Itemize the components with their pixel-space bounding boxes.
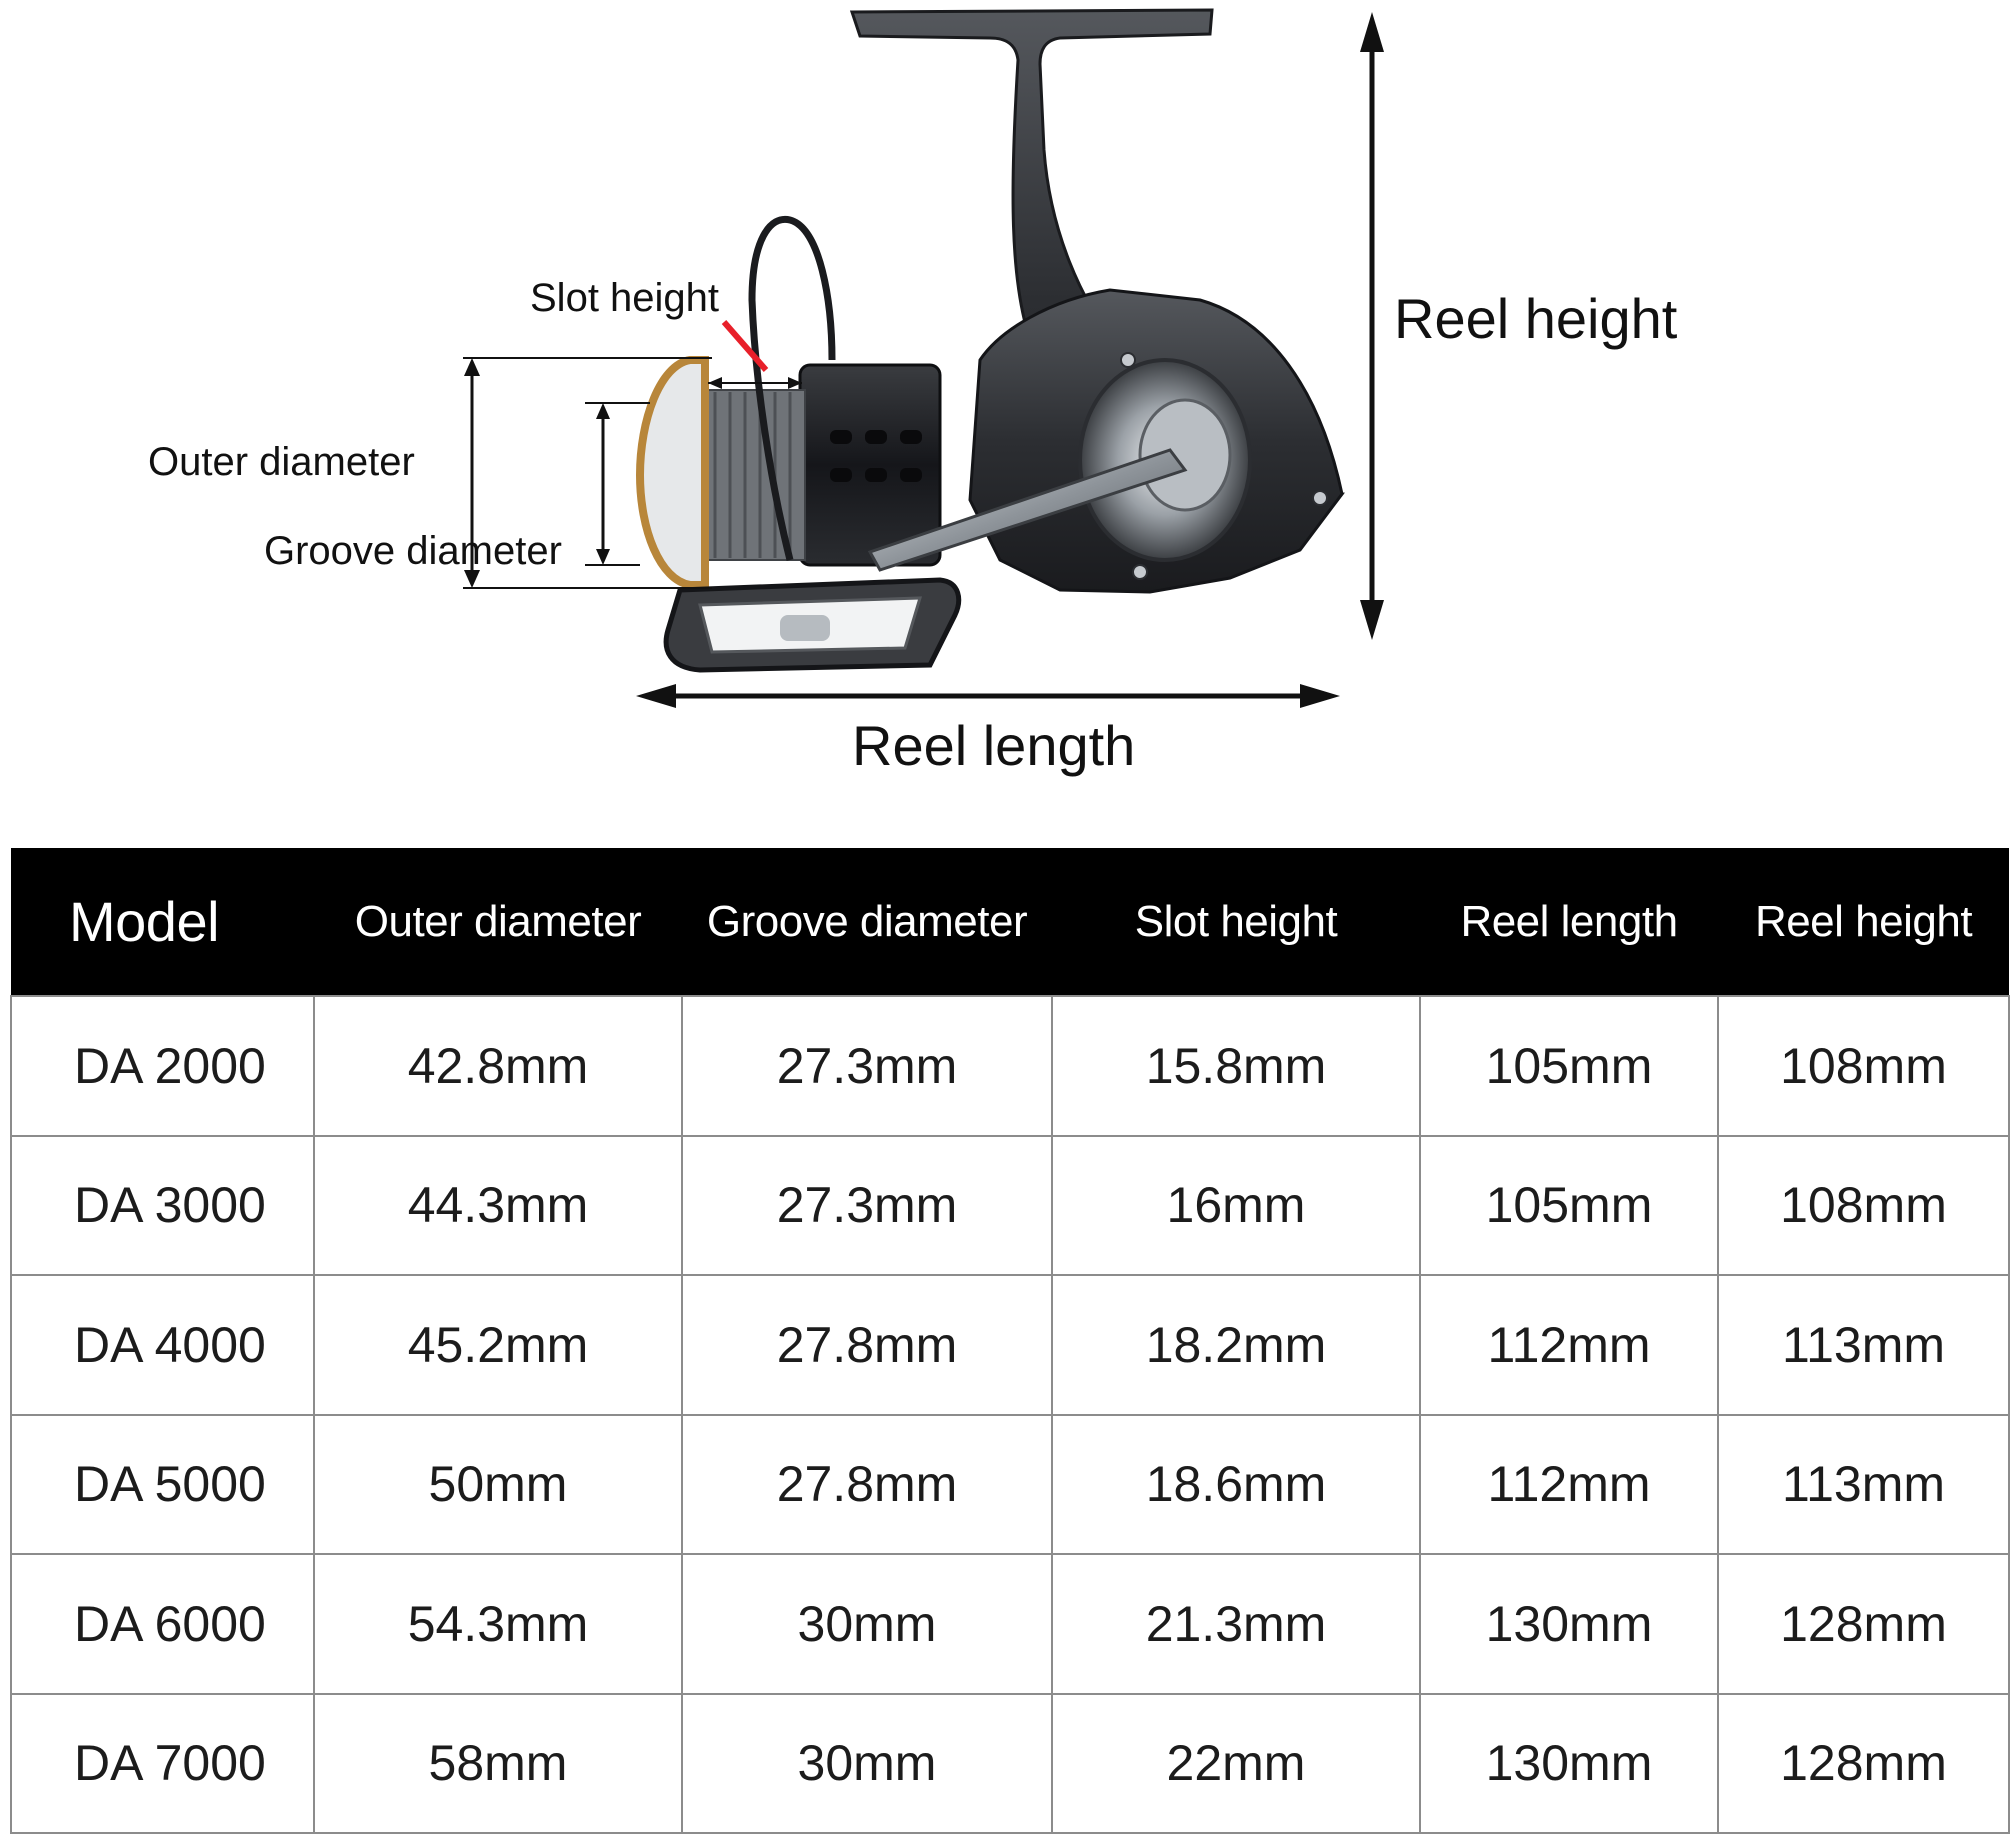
outer-diameter-arrow (464, 358, 480, 588)
reel-dimension-diagram: Slot height Outer diameter Groove diamet… (148, 8, 1678, 777)
cell-outer-diameter: 50mm (313, 1413, 683, 1555)
cell-outer-diameter: 54.3mm (313, 1553, 683, 1695)
cell-groove-diameter: 27.3mm (681, 995, 1053, 1137)
cell-model: DA 4000 (10, 1274, 315, 1416)
reel-height-label: Reel height (1394, 287, 1678, 350)
cell-slot-height: 18.6mm (1051, 1413, 1421, 1555)
header-model: Model (69, 890, 220, 953)
header-slot-height: Slot height (1134, 896, 1338, 946)
slot-height-pointer (721, 320, 769, 372)
groove-diameter-arrow (596, 403, 610, 565)
spool-front-lip (635, 356, 709, 589)
cell-reel-height: 108mm (1717, 995, 2010, 1137)
cell-model: DA 2000 (10, 995, 315, 1137)
cell-slot-height: 15.8mm (1051, 995, 1421, 1137)
cell-model: DA 5000 (10, 1413, 315, 1555)
reel-spec-table: Model Outer diameter Groove diameter Slo… (10, 848, 2010, 1834)
cell-reel-length: 130mm (1419, 1692, 1719, 1834)
table-row: DA 6000 54.3mm 30mm 21.3mm 130mm 128mm (10, 1553, 2010, 1695)
cell-reel-height: 113mm (1717, 1413, 2010, 1555)
fishing-reel-illustration (635, 8, 1345, 673)
cell-slot-height: 21.3mm (1051, 1553, 1421, 1695)
cell-outer-diameter: 44.3mm (313, 1134, 683, 1276)
cell-reel-length: 112mm (1419, 1413, 1719, 1555)
dimension-lines (463, 357, 802, 589)
cell-slot-height: 22mm (1051, 1692, 1421, 1834)
header-outer-diameter: Outer diameter (354, 896, 642, 946)
header-groove-diameter: Groove diameter (706, 896, 1028, 946)
cell-slot-height: 18.2mm (1051, 1274, 1421, 1416)
table-header-row: Model Outer diameter Groove diameter Slo… (11, 848, 2009, 996)
cell-model: DA 7000 (10, 1692, 315, 1834)
cell-outer-diameter: 58mm (313, 1692, 683, 1834)
header-reel-height: Reel height (1754, 896, 1973, 946)
table-row: DA 3000 44.3mm 27.3mm 16mm 105mm 108mm (10, 1134, 2010, 1276)
cell-model: DA 6000 (10, 1553, 315, 1695)
reel-height-arrow (1360, 12, 1384, 640)
cell-groove-diameter: 27.3mm (681, 1134, 1053, 1276)
reel-length-label: Reel length (852, 714, 1135, 777)
cell-reel-height: 128mm (1717, 1692, 2010, 1834)
cell-reel-height: 128mm (1717, 1553, 2010, 1695)
cell-reel-length: 105mm (1419, 1134, 1719, 1276)
table-row: DA 5000 50mm 27.8mm 18.6mm 112mm 113mm (10, 1413, 2010, 1555)
slot-height-arrows (708, 377, 802, 389)
cell-slot-height: 16mm (1051, 1134, 1421, 1276)
bail-wire (748, 215, 836, 561)
cell-groove-diameter: 27.8mm (681, 1413, 1053, 1555)
cell-reel-height: 108mm (1717, 1134, 2010, 1276)
header-reel-length: Reel length (1460, 896, 1678, 946)
cell-reel-height: 113mm (1717, 1274, 2010, 1416)
cell-groove-diameter: 30mm (681, 1553, 1053, 1695)
cell-model: DA 3000 (10, 1134, 315, 1276)
cell-outer-diameter: 42.8mm (313, 995, 683, 1137)
cell-reel-length: 112mm (1419, 1274, 1719, 1416)
spool-vents (830, 430, 922, 482)
reel-length-arrow (636, 684, 1340, 708)
outer-diameter-label: Outer diameter (148, 440, 415, 484)
table-row: DA 4000 45.2mm 27.8mm 18.2mm 112mm 113mm (10, 1274, 2010, 1416)
cell-reel-length: 105mm (1419, 995, 1719, 1137)
slot-height-label: Slot height (530, 276, 719, 320)
cell-groove-diameter: 27.8mm (681, 1274, 1053, 1416)
handle-arm (867, 448, 1188, 572)
table-row: DA 2000 42.8mm 27.3mm 15.8mm 105mm 108mm (10, 995, 2010, 1137)
table-row: DA 7000 58mm 30mm 22mm 130mm 128mm (10, 1692, 2010, 1834)
cell-reel-length: 130mm (1419, 1553, 1719, 1695)
groove-diameter-label: Groove diameter (264, 529, 562, 573)
cell-groove-diameter: 30mm (681, 1692, 1053, 1834)
cell-outer-diameter: 45.2mm (313, 1274, 683, 1416)
